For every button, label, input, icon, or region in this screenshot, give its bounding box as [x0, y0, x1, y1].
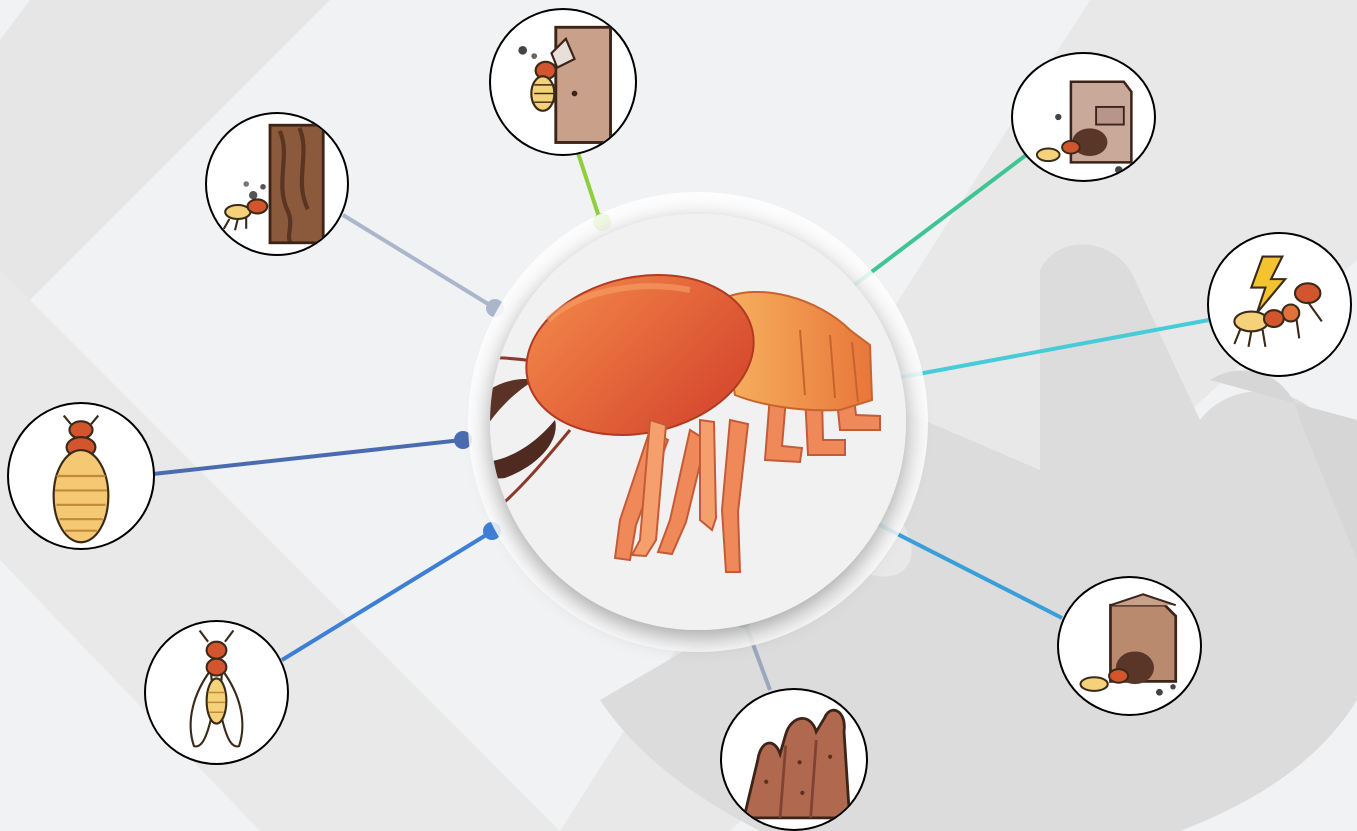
termite-electrical-hazard-icon — [1209, 234, 1350, 375]
node-door-damage[interactable] — [489, 8, 637, 156]
termite-queen-icon — [9, 404, 153, 548]
node-furniture-damage[interactable] — [1011, 52, 1156, 182]
node-queen[interactable] — [7, 402, 155, 550]
termite-eating-box-icon — [1059, 578, 1200, 714]
termite-eating-wood-icon — [207, 114, 347, 254]
node-wood-damage[interactable] — [205, 112, 349, 256]
termite-mound-icon — [722, 690, 866, 829]
node-box-damage[interactable] — [1057, 576, 1202, 716]
termite-eating-door-icon — [491, 10, 635, 154]
termite-eating-drawer-icon — [1013, 54, 1154, 180]
node-swarmer[interactable] — [144, 620, 289, 765]
node-mound[interactable] — [720, 688, 868, 831]
winged-termite-icon — [146, 622, 287, 763]
node-electrical-damage[interactable] — [1207, 232, 1352, 377]
